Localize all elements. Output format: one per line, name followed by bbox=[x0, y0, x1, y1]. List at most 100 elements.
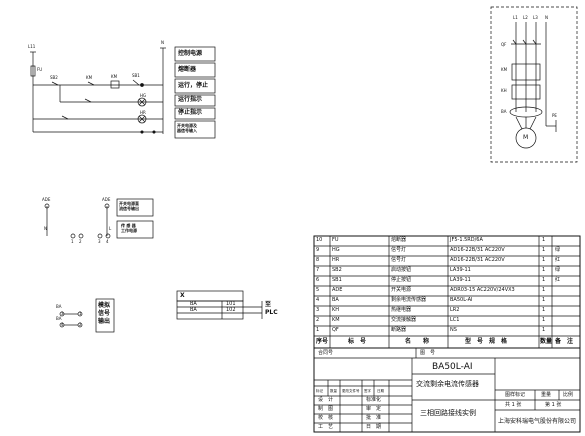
sign-draw: 制 图 bbox=[318, 406, 334, 412]
bom-cell-r6-c3: 开关电源 bbox=[391, 287, 412, 293]
bom-cell-r4-c3: 启动按钮 bbox=[391, 267, 412, 273]
sign-standard: 标准化 bbox=[366, 397, 382, 403]
ade-pin-d: 4 bbox=[106, 239, 109, 244]
bom-header-remark: 备 注 bbox=[555, 338, 574, 345]
bom-header-code: 标 号 bbox=[348, 338, 367, 345]
sign-ratify: 批 准 bbox=[366, 415, 382, 421]
km-label-2: KM bbox=[111, 74, 118, 79]
sign-check: 校 核 bbox=[318, 415, 334, 421]
stage-mark-label: 图样标记 bbox=[505, 392, 526, 398]
bom-cell-r8-c4: LR2 bbox=[450, 307, 460, 313]
ade-right-label: ADE bbox=[102, 197, 111, 202]
sb1-label: SB1 bbox=[132, 73, 140, 78]
bom-cell-r8-c3: 热继电器 bbox=[391, 307, 412, 313]
bom-cell-r8-c2: KH bbox=[332, 307, 340, 313]
bom-cell-r4-c4: LA39-11 bbox=[450, 267, 471, 273]
x-plc-label: PLC bbox=[265, 309, 278, 316]
control-circuit bbox=[30, 46, 216, 139]
motor-ba-label: BA bbox=[501, 109, 507, 114]
bom-cell-r5-c6: 红 bbox=[555, 277, 561, 283]
bom-cell-r9-c3: 交流接触器 bbox=[391, 317, 417, 323]
motor-phase-n: N bbox=[545, 15, 548, 20]
legend-fuse: 熔断器 bbox=[178, 66, 197, 73]
bom-cell-r6-c1: 5 bbox=[316, 287, 320, 293]
bom-cell-r10-c4: NS bbox=[450, 327, 457, 333]
ade-left-pin: N bbox=[44, 226, 47, 231]
ba-label-1: BA bbox=[56, 304, 62, 309]
bom-cell-r7-c2: BA bbox=[332, 297, 339, 303]
fuse-label: FU bbox=[37, 67, 43, 72]
drawing-title: 三相回路接线实例 bbox=[420, 409, 476, 417]
ba-pin-3: 3 bbox=[61, 311, 64, 316]
bom-cell-r3-c6: 红 bbox=[555, 257, 561, 263]
x-row-2-name: BA bbox=[190, 307, 197, 313]
product-model: BA50L-AI bbox=[432, 362, 473, 372]
bom-cell-r7-c4: BA50L-AI bbox=[450, 297, 473, 303]
bom-cell-r5-c2: SB1 bbox=[332, 277, 342, 283]
bom-cell-r5-c5: 1 bbox=[542, 277, 546, 283]
bom-cell-r6-c5: 1 bbox=[542, 287, 546, 293]
sign-process: 工 艺 bbox=[318, 424, 334, 430]
legend-power-signal-input: 开关电源及 器信号输入 bbox=[177, 123, 197, 133]
bom-cell-r2-c4: AD16-22B/31 AC220V bbox=[450, 247, 505, 253]
legend-control-power: 控制电源 bbox=[178, 50, 203, 57]
bom-cell-r9-c4: LC1 bbox=[450, 317, 460, 323]
bom-cell-r9-c1: 2 bbox=[316, 317, 320, 323]
rev-header-mark: 标记 bbox=[316, 389, 323, 393]
ba-pin-2: 2 bbox=[79, 322, 82, 327]
bom-cell-r4-c1: 7 bbox=[316, 267, 320, 273]
bom-grid bbox=[313, 235, 581, 433]
sign-date: 日 期 bbox=[366, 424, 382, 430]
rev-header-doc: 更改文件号 bbox=[342, 389, 360, 393]
km-label-1: KM bbox=[86, 75, 93, 80]
bom-cell-r1-c1: 10 bbox=[316, 237, 323, 243]
bom-cell-r2-c5: 1 bbox=[542, 247, 546, 253]
x-row-1-name: BA bbox=[190, 301, 197, 307]
rev-header-date: 日期 bbox=[377, 389, 384, 393]
x-table-header: X bbox=[180, 292, 185, 299]
bom-cell-r1-c4: JF5-1.5RD/6A bbox=[450, 237, 483, 243]
ba-module-drawing bbox=[59, 298, 115, 333]
x-row-2-terminal: 102 bbox=[226, 307, 236, 313]
motor-kh-label: KH bbox=[501, 88, 507, 93]
bom-cell-r3-c5: 1 bbox=[542, 257, 546, 263]
bom-cell-r3-c1: 8 bbox=[316, 257, 320, 263]
ade-left-label: ADE bbox=[42, 197, 51, 202]
total-sheets: 共 1 张 bbox=[505, 402, 522, 408]
motor-m-label: M bbox=[523, 134, 529, 141]
bom-cell-r1-c3: 熔断器 bbox=[391, 237, 407, 243]
bom-cell-r8-c1: 3 bbox=[316, 307, 320, 313]
bom-cell-r6-c4: ADR03-15 AC220V/24VX3 bbox=[450, 287, 515, 293]
ade-module-drawing bbox=[44, 198, 154, 239]
motor-circuit bbox=[490, 6, 578, 163]
x-to-label: 至 bbox=[265, 301, 272, 308]
bom-cell-r5-c4: LA39-11 bbox=[450, 277, 471, 283]
bom-cell-r7-c5: 1 bbox=[542, 297, 546, 303]
weight-label: 重量 bbox=[541, 392, 552, 398]
bus-label-n: N bbox=[161, 40, 164, 45]
bom-cell-r4-c6: 绿 bbox=[555, 267, 561, 273]
bom-cell-r2-c2: HG bbox=[332, 247, 340, 253]
motor-phase-l3: L3 bbox=[533, 15, 538, 20]
bom-cell-r3-c4: AD16-22B/31 AC220V bbox=[450, 257, 505, 263]
bom-cell-r10-c1: 1 bbox=[316, 327, 320, 333]
bom-header-no: 序号 bbox=[316, 338, 329, 345]
bom-cell-r6-c2: ADE bbox=[332, 287, 343, 293]
sign-design: 设 计 bbox=[318, 397, 334, 403]
ba-pin-1: 1 bbox=[79, 311, 82, 316]
ade-label-dc-output: 开关电源直 流信号输出 bbox=[119, 201, 139, 212]
bom-cell-r9-c5: 1 bbox=[542, 317, 546, 323]
bom-cell-r2-c1: 9 bbox=[316, 247, 320, 253]
x-row-1-terminal: 101 bbox=[226, 301, 236, 307]
bom-cell-r10-c2: QF bbox=[332, 327, 339, 333]
product-name: 交流剩余电流传感器 bbox=[416, 380, 479, 388]
bom-cell-r1-c2: FU bbox=[332, 237, 339, 243]
company-name: 上海安科瑞电气股份有限公司 bbox=[498, 418, 577, 425]
ade-pin-a: 1 bbox=[71, 239, 74, 244]
motor-phase-l2: L2 bbox=[523, 15, 528, 20]
bom-cell-r4-c5: 1 bbox=[542, 267, 546, 273]
bom-header-spec: 型 号 规 格 bbox=[465, 338, 508, 345]
motor-pe-label: PE bbox=[552, 113, 557, 118]
bus-label-l11: L11 bbox=[28, 44, 36, 49]
